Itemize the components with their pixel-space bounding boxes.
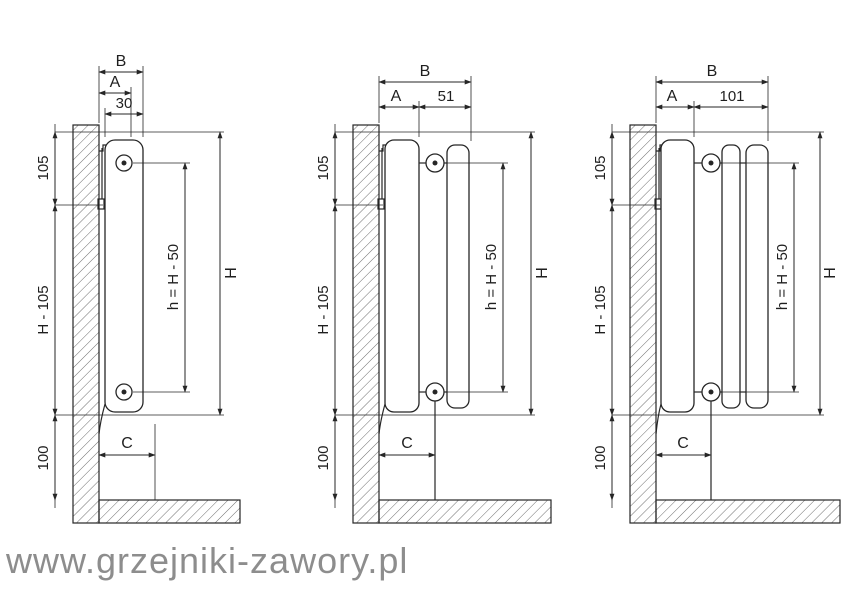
top-hub-center: [432, 160, 438, 166]
bottom-pipe: [98, 403, 106, 435]
floor-section: [378, 499, 552, 524]
watermark: www.grzejniki-zawory.pl: [5, 540, 408, 581]
bottom-hub-center: [432, 389, 438, 395]
wall-section: [352, 124, 380, 524]
dim-c-label: C: [121, 435, 133, 452]
radiator-front-panel: [384, 139, 420, 413]
right-dimensions: h = H - 50 H: [133, 131, 240, 416]
dim-a-label: A: [110, 74, 121, 91]
radiator-two-panel: [377, 139, 470, 500]
dim-height-label: H: [223, 267, 240, 279]
bottom-pipe: [378, 403, 386, 435]
dim-depth-label: 51: [438, 88, 455, 105]
radiator-body: [104, 139, 144, 413]
bottom-pipe: [655, 403, 662, 435]
top-hub-center: [708, 160, 714, 166]
dim-height-label: H: [534, 267, 551, 279]
left-dimension-chain: 105 H - 105 100: [592, 124, 824, 508]
radiator-three-panel: [654, 139, 769, 500]
dim-b-label: B: [116, 53, 127, 70]
dim-a-label: A: [391, 88, 402, 105]
diagram-panel-3: B A 101 105 H - 105 100 h = H - 50 H: [592, 63, 841, 524]
dim-middle-span-label: H - 105: [592, 285, 609, 334]
left-dimension-chain: 105 H - 105 100: [35, 124, 224, 508]
top-dimensions: B A 101: [655, 63, 769, 141]
dim-inner-height-label: h = H - 50: [774, 244, 791, 310]
bottom-plug-center: [121, 389, 127, 395]
wall-section: [72, 124, 100, 524]
floor-section: [655, 499, 841, 524]
dim-depth-label: 30: [116, 95, 133, 112]
dim-top-offset-label: 105: [592, 155, 609, 180]
right-dimensions: h = H - 50 H: [445, 131, 551, 416]
radiator-rear-panel: [745, 144, 769, 409]
bottom-dimension: C: [98, 424, 156, 500]
dim-middle-span-label: H - 105: [35, 285, 52, 334]
diagram-panel-1: B A 30 105 H - 105 100 h = H - 50 H: [35, 53, 241, 524]
dim-inner-height-label: h = H - 50: [483, 244, 500, 310]
dim-inner-height-label: h = H - 50: [165, 244, 182, 310]
dim-top-offset-label: 105: [315, 155, 332, 180]
dim-a-label: A: [667, 88, 678, 105]
left-dimension-chain: 105 H - 105 100: [315, 124, 535, 508]
dim-top-offset-label: 105: [35, 155, 52, 180]
dim-depth-label: 101: [719, 88, 744, 105]
radiator-rear-panel: [446, 144, 470, 409]
right-dimensions: h = H - 50 H: [720, 131, 839, 416]
dim-middle-span-label: H - 105: [315, 285, 332, 334]
bracket-hook: [99, 144, 108, 152]
top-dimensions: B A 30: [98, 53, 144, 137]
bottom-dimension: C: [655, 435, 712, 458]
dim-height-label: H: [822, 267, 839, 279]
bottom-hub-center: [708, 389, 714, 395]
bracket-anchor: [97, 198, 105, 210]
floor-section: [98, 499, 241, 524]
top-plug-center: [121, 160, 127, 166]
dim-bottom-offset-label: 100: [315, 445, 332, 470]
dim-b-label: B: [707, 63, 718, 80]
dim-bottom-offset-label: 100: [592, 445, 609, 470]
radiator-middle-panel: [721, 144, 741, 409]
wall-section: [629, 124, 657, 524]
bottom-dimension: C: [378, 435, 436, 458]
diagram-panel-2: B A 51 105 H - 105 100 h = H - 50 H: [315, 63, 552, 524]
top-dimensions: B A 51: [378, 63, 472, 141]
dim-c-label: C: [677, 435, 689, 452]
radiator-single-panel: [97, 139, 144, 435]
radiator-front-panel: [660, 139, 695, 413]
dim-b-label: B: [420, 63, 431, 80]
dim-c-label: C: [401, 435, 413, 452]
dim-bottom-offset-label: 100: [35, 445, 52, 470]
bracket-anchor: [377, 198, 385, 210]
